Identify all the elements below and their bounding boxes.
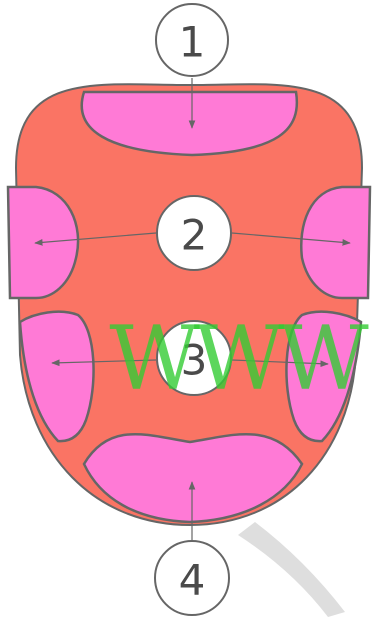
label-1-text: 1 bbox=[179, 18, 206, 67]
label-2-text: 2 bbox=[181, 211, 208, 260]
decorative-swoosh bbox=[238, 522, 345, 617]
watermark-text: WWW bbox=[109, 307, 369, 410]
label-4: 4 bbox=[155, 541, 229, 615]
label-2: 2 bbox=[157, 196, 231, 270]
label-1: 1 bbox=[156, 4, 228, 76]
zone-3-left bbox=[20, 312, 94, 441]
label-4-text: 4 bbox=[179, 556, 206, 605]
zone-2-right bbox=[301, 187, 370, 298]
